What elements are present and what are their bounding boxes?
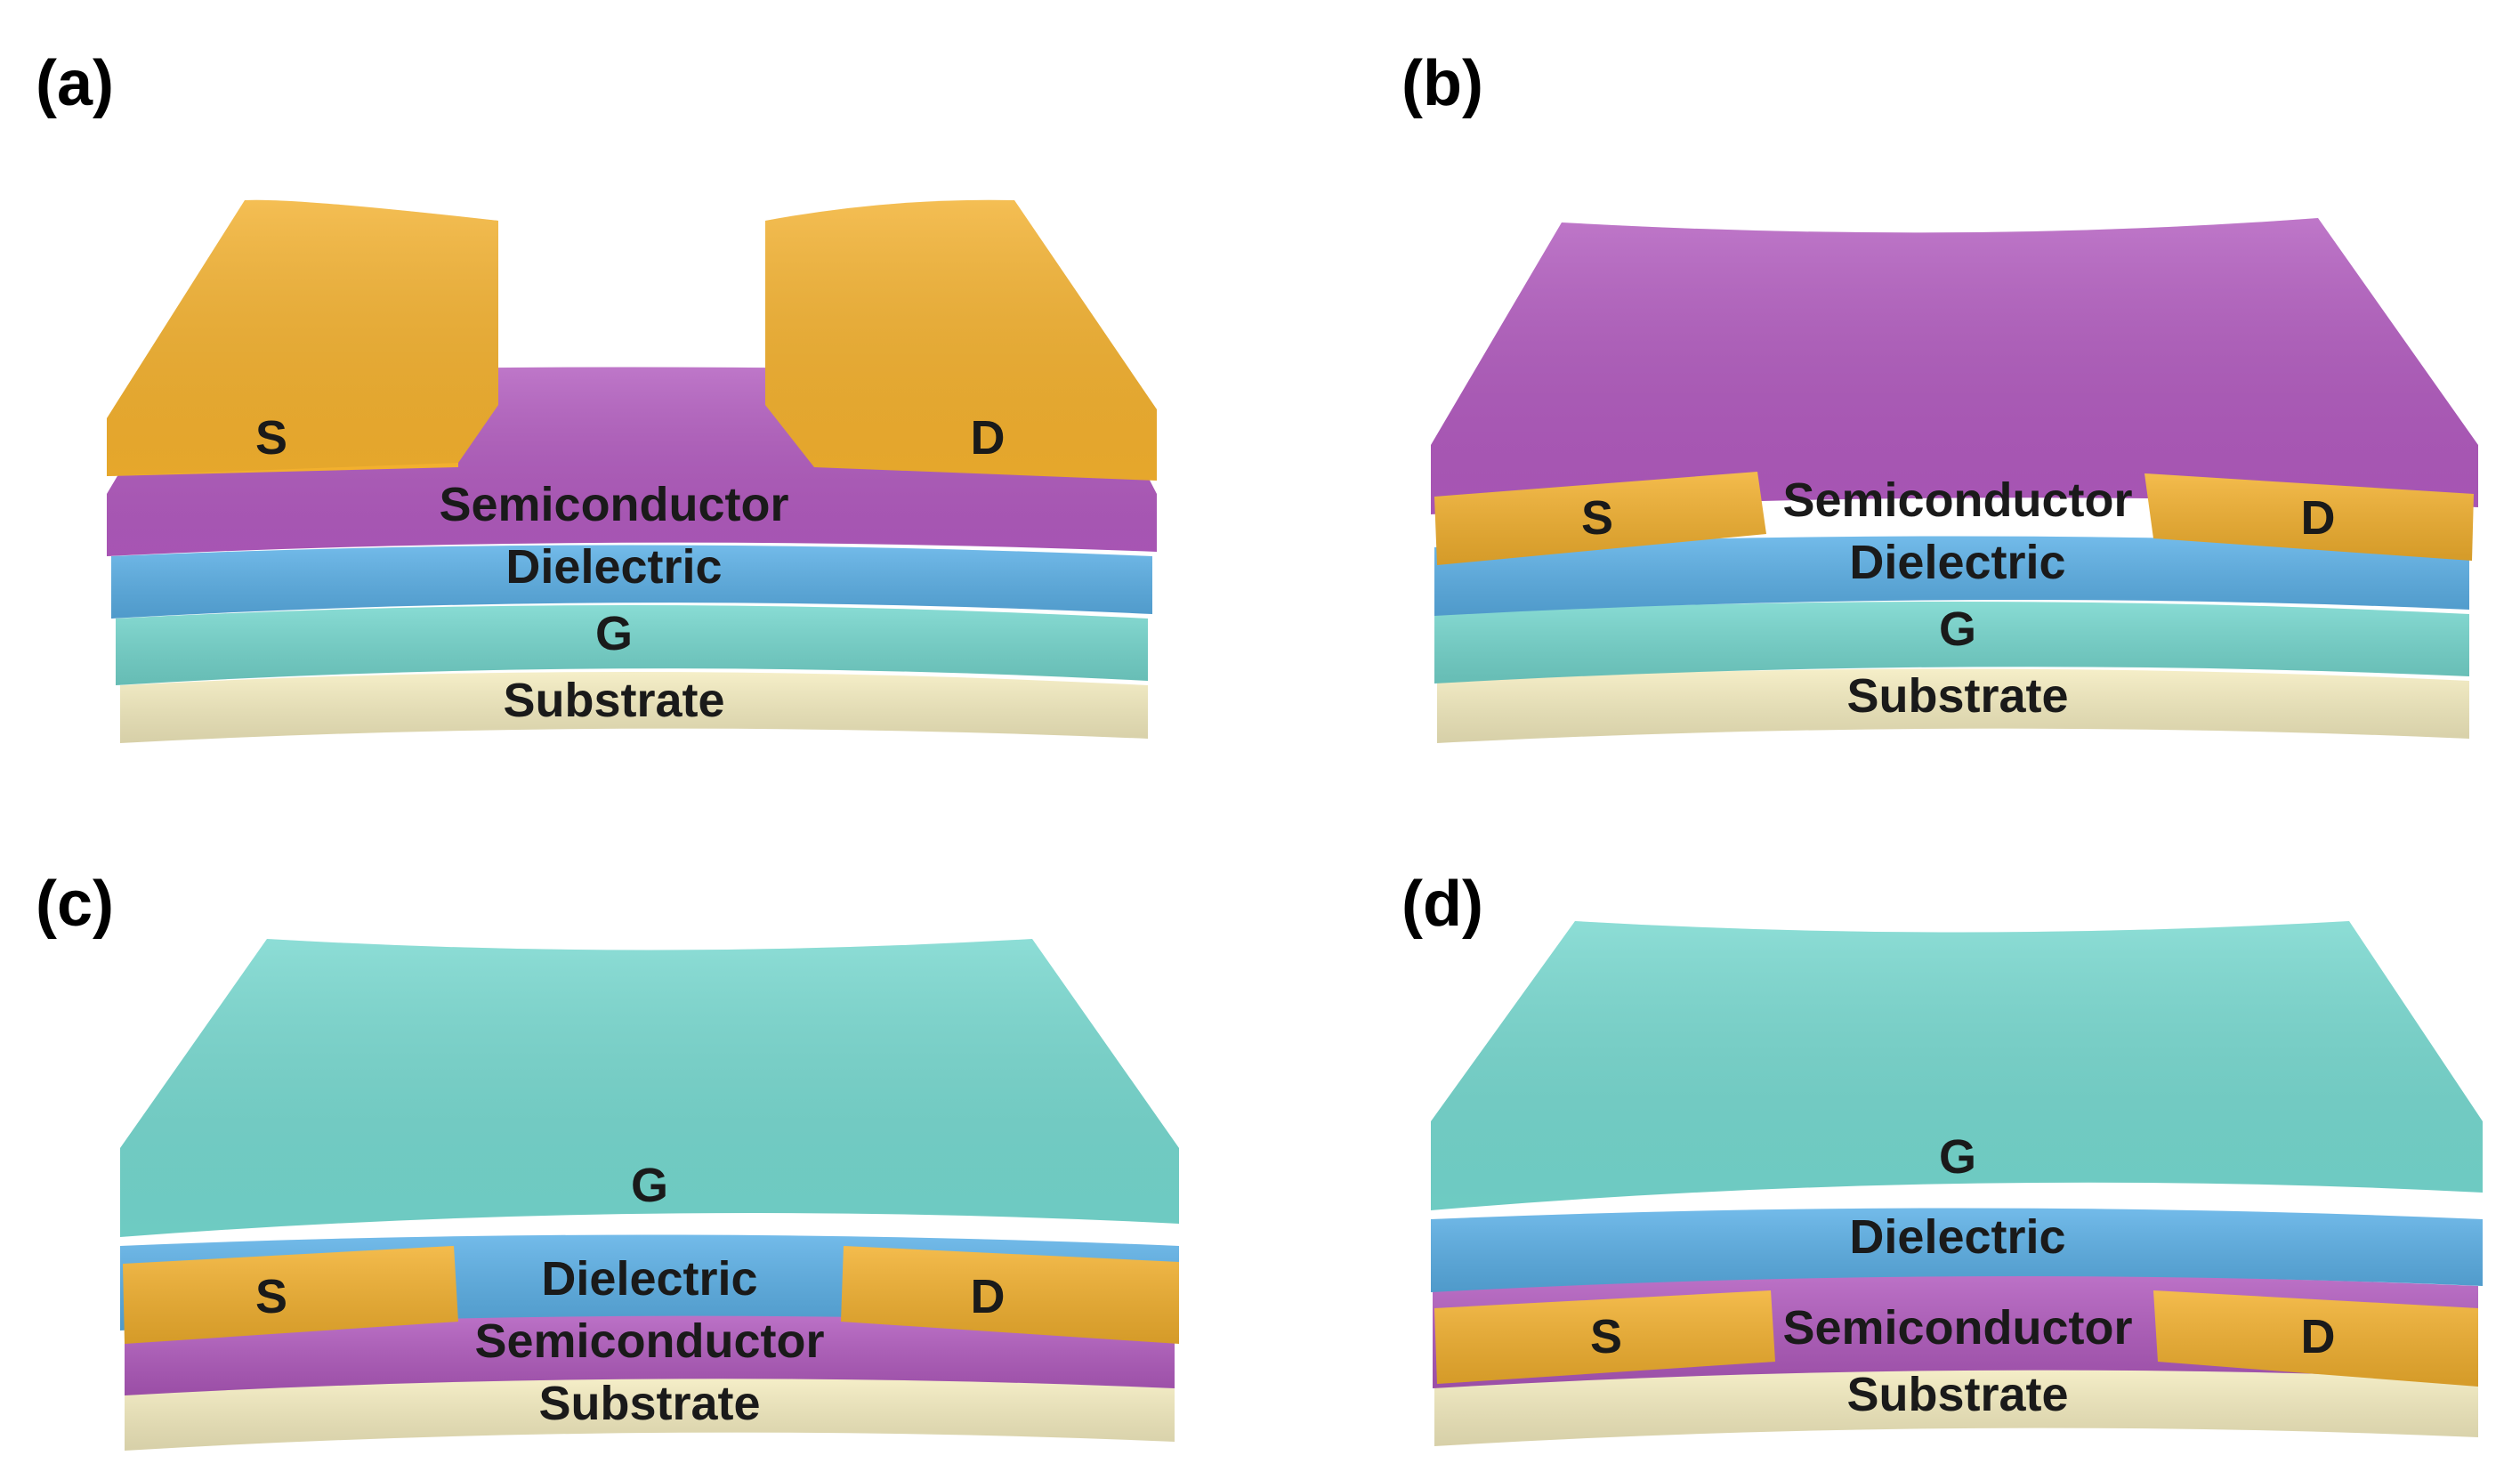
panel-a-gate-layer [116, 605, 1148, 685]
panel-c-gate-label: G [631, 1159, 668, 1212]
panel-b-dielectric-layer [1434, 536, 2469, 616]
panel-c: (c) G S D Dielectric Semiconductor [36, 869, 1179, 1451]
panel-b-drain-electrode [2144, 473, 2474, 561]
panel-b-substrate-label: Substrate [1846, 669, 2068, 723]
panel-c-drain-label: D [971, 1270, 1006, 1323]
panel-b-drain-label: D [2301, 491, 2336, 545]
panel-c-substrate-label: Substrate [538, 1377, 760, 1430]
panel-c-substrate-layer [125, 1377, 1175, 1451]
panel-b-substrate-layer [1437, 668, 2469, 743]
panel-d-drain-label: D [2301, 1310, 2336, 1363]
panel-c-semiconductor-label: Semiconductor [474, 1314, 824, 1368]
panel-b-label: (b) [1401, 48, 1483, 119]
panel-a-gate-label: G [595, 607, 633, 660]
panel-c-drain-electrode [841, 1246, 1179, 1344]
panel-a-substrate-label: Substrate [503, 674, 724, 727]
panel-b-semiconductor-label: Semiconductor [1782, 473, 2132, 527]
panel-a-source-electrode [107, 199, 498, 477]
panel-b-source-electrode [1434, 472, 1766, 565]
panel-d-source-electrode [1434, 1290, 1775, 1384]
panel-d-gate-label: G [1939, 1130, 1976, 1184]
panel-c-source-electrode [123, 1246, 458, 1344]
panel-a-dielectric-layer [111, 545, 1152, 619]
panel-b: (b) S D Semiconductor Dielectric G [1401, 48, 2478, 743]
panel-d-gate-layer [1431, 921, 2483, 1210]
panel-a-dielectric-label: Dielectric [505, 540, 722, 594]
panel-c-label: (c) [36, 869, 114, 940]
panel-c-gate-layer [120, 939, 1179, 1237]
panel-d-source-label: S [1590, 1310, 1622, 1363]
panel-a-drain-label: D [971, 411, 1006, 465]
panel-a-drain-electrode [765, 199, 1157, 481]
panel-a: (a) S D Semiconductor Dielectri [36, 48, 1157, 743]
panel-d-drain-electrode [2153, 1290, 2478, 1387]
panel-c-dielectric-label: Dielectric [541, 1252, 757, 1306]
panel-a-substrate-layer [120, 672, 1148, 743]
panel-b-dielectric-label: Dielectric [1849, 536, 2065, 589]
panel-d-dielectric-label: Dielectric [1849, 1210, 2065, 1264]
panel-a-label: (a) [36, 48, 114, 119]
panel-d: (d) G Dielectric S D Semiconductor [1401, 869, 2483, 1446]
panel-b-gate-label: G [1939, 603, 1976, 656]
panel-b-semiconductor-layer [1431, 218, 2478, 514]
panel-c-source-label: S [255, 1270, 287, 1323]
panel-d-substrate-label: Substrate [1846, 1368, 2068, 1421]
panel-d-substrate-layer [1434, 1368, 2478, 1446]
panel-b-source-label: S [1581, 491, 1613, 545]
panel-d-dielectric-layer [1431, 1208, 2483, 1292]
panel-d-semiconductor-label: Semiconductor [1782, 1301, 2132, 1355]
panel-b-gate-layer [1434, 602, 2469, 683]
panel-a-source-label: S [255, 411, 287, 465]
panel-d-label: (d) [1401, 869, 1483, 940]
panel-c-semiconductor-layer [125, 1314, 1175, 1395]
panel-a-semiconductor-label: Semiconductor [439, 478, 788, 531]
